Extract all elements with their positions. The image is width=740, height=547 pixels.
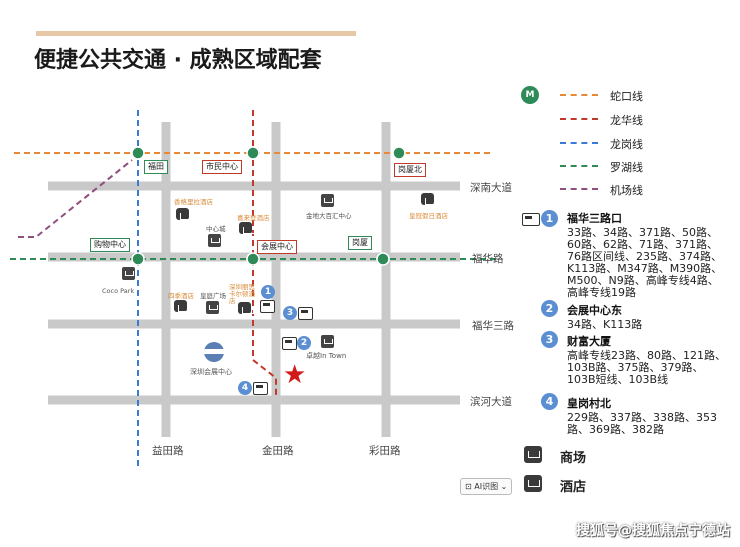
station-marker-shimin bbox=[246, 146, 260, 160]
poi-hotel-5: 深圳丽思卡尔顿酒店 bbox=[229, 283, 255, 305]
page-title: 便捷公共交通 · 成熟区域配套 bbox=[34, 48, 322, 73]
road-label-jintian: 金田路 bbox=[262, 445, 294, 457]
legend-line-airport bbox=[560, 188, 598, 190]
stop-routes-3: 高峰专线23路、80路、121路、103B路、375路、379路、103B短线、… bbox=[567, 349, 726, 386]
hotel-legend-icon bbox=[524, 475, 542, 492]
bus-icon bbox=[253, 382, 268, 395]
legend-label-longgang: 龙岗线 bbox=[610, 138, 643, 151]
ai-recognize-label: AI识图 bbox=[474, 482, 499, 491]
poi-mall-3: 皇庭广场 bbox=[200, 292, 226, 300]
bus-icon bbox=[522, 213, 540, 226]
station-marker-huizhan bbox=[246, 252, 260, 266]
road-label-fuhua3: 福华三路 bbox=[472, 320, 514, 332]
legend-label-airport: 机场线 bbox=[610, 184, 643, 197]
hotel-icon bbox=[238, 302, 254, 314]
bus-stop-marker-2: 2 bbox=[297, 336, 311, 350]
stop-badge-3: 3 bbox=[541, 331, 558, 348]
legend-line-longhua bbox=[560, 118, 598, 120]
bus-icon bbox=[260, 300, 275, 313]
poi-hotel-3: 皇冠假日酒店 bbox=[409, 212, 448, 220]
road-label-caitian: 彩田路 bbox=[369, 445, 401, 457]
poi-hotel-4: 四季酒店 bbox=[168, 292, 194, 300]
stop-info-1: 福华三路口 33路、34路、371路、50路、60路、62路、71路、371路、… bbox=[567, 210, 727, 299]
bus-stop-marker-3: 3 bbox=[283, 306, 297, 320]
title-accent-bar bbox=[36, 31, 356, 36]
bus-stop-marker-4: 4 bbox=[238, 381, 252, 395]
shop-icon bbox=[122, 267, 135, 280]
station-label-gangxia: 岗厦 bbox=[348, 236, 372, 250]
hotel-icon bbox=[421, 193, 437, 205]
stop-routes-2: 34路、K113路 bbox=[567, 318, 643, 331]
stop-name-2: 会展中心东 bbox=[567, 304, 622, 317]
legend-label-luohu: 罗湖线 bbox=[610, 161, 643, 174]
project-location-star-icon: ★ bbox=[283, 360, 307, 390]
stop-info-2: 会展中心东 34路、K113路 bbox=[567, 302, 727, 331]
station-marker-gangxia bbox=[376, 252, 390, 266]
legend-label-shop: 商场 bbox=[560, 451, 587, 466]
road-label-fuhua: 福华路 bbox=[472, 253, 504, 265]
station-label-gangxiabei: 岗厦北 bbox=[394, 163, 426, 177]
stop-name-3: 财富大厦 bbox=[567, 335, 611, 348]
stop-info-4: 皇岗村北 229路、337路、338路、353路、369路、382路 bbox=[567, 395, 727, 436]
bus-icon bbox=[298, 307, 313, 320]
poi-coco: Coco Park bbox=[102, 287, 135, 295]
stop-name-4: 皇岗村北 bbox=[567, 397, 611, 410]
road-label-shennan: 深南大道 bbox=[470, 182, 512, 194]
hotel-icon bbox=[176, 208, 192, 220]
stop-routes-4: 229路、337路、338路、353路、369路、382路 bbox=[567, 411, 717, 436]
poi-hotel-1: 香格里拉酒店 bbox=[174, 198, 213, 206]
station-label-huizhan: 会展中心 bbox=[257, 240, 297, 254]
bus-icon bbox=[282, 337, 297, 350]
station-label-shimin: 市民中心 bbox=[202, 160, 242, 174]
shop-icon bbox=[208, 234, 221, 247]
shop-legend-icon bbox=[524, 446, 542, 463]
poi-expo: 深圳会展中心 bbox=[190, 368, 232, 376]
stop-badge-4: 4 bbox=[541, 393, 558, 410]
legend-line-longgang bbox=[560, 142, 598, 144]
legend-line-luohu bbox=[560, 165, 598, 167]
stop-badge-1: 1 bbox=[541, 210, 558, 227]
shop-icon bbox=[321, 194, 334, 207]
legend-label-longhua: 龙华线 bbox=[610, 114, 643, 127]
road-label-yitian: 益田路 bbox=[152, 445, 184, 457]
hotel-icon bbox=[239, 222, 255, 234]
station-marker-futian bbox=[131, 146, 145, 160]
shop-icon bbox=[206, 301, 219, 314]
metro-airport bbox=[18, 159, 133, 238]
bus-stop-marker-1: 1 bbox=[261, 285, 275, 299]
legend-label-shekou: 蛇口线 bbox=[610, 90, 643, 103]
stop-badge-2: 2 bbox=[541, 300, 558, 317]
stop-info-3: 财富大厦 高峰专线23路、80路、121路、103B路、375路、379路、10… bbox=[567, 333, 727, 386]
station-marker-gouwu bbox=[131, 252, 145, 266]
legend-line-shekou bbox=[560, 94, 598, 96]
poi-mall-1: 中心城 bbox=[206, 225, 226, 233]
ai-recognize-icon: ⊡ bbox=[465, 482, 475, 491]
station-label-futian: 福田 bbox=[144, 160, 168, 174]
poi-zhuoyue: 卓越In Town bbox=[306, 352, 347, 360]
station-label-gouwu: 购物中心 bbox=[90, 238, 130, 252]
poi-mall-2: 金地大百汇中心 bbox=[306, 212, 352, 220]
road-label-binhe: 滨河大道 bbox=[470, 396, 512, 408]
ai-recognize-button[interactable]: ⊡ AI识图 ⌄ bbox=[460, 478, 513, 495]
station-marker-gangxiabei bbox=[392, 146, 406, 160]
shop-icon bbox=[321, 335, 334, 348]
hotel-icon bbox=[174, 300, 190, 312]
metro-logo-icon: M bbox=[521, 86, 539, 104]
watermark: 搜狐号@搜狐焦点宁德站 bbox=[576, 523, 730, 539]
stop-routes-1: 33路、34路、371路、50路、60路、62路、71路、371路、76路区间线… bbox=[567, 226, 723, 299]
stop-name-1: 福华三路口 bbox=[567, 212, 622, 225]
metro-longhua bbox=[252, 110, 277, 395]
legend-label-hotel: 酒店 bbox=[560, 480, 587, 495]
poi-hotel-2: 喜来登酒店 bbox=[237, 214, 270, 222]
